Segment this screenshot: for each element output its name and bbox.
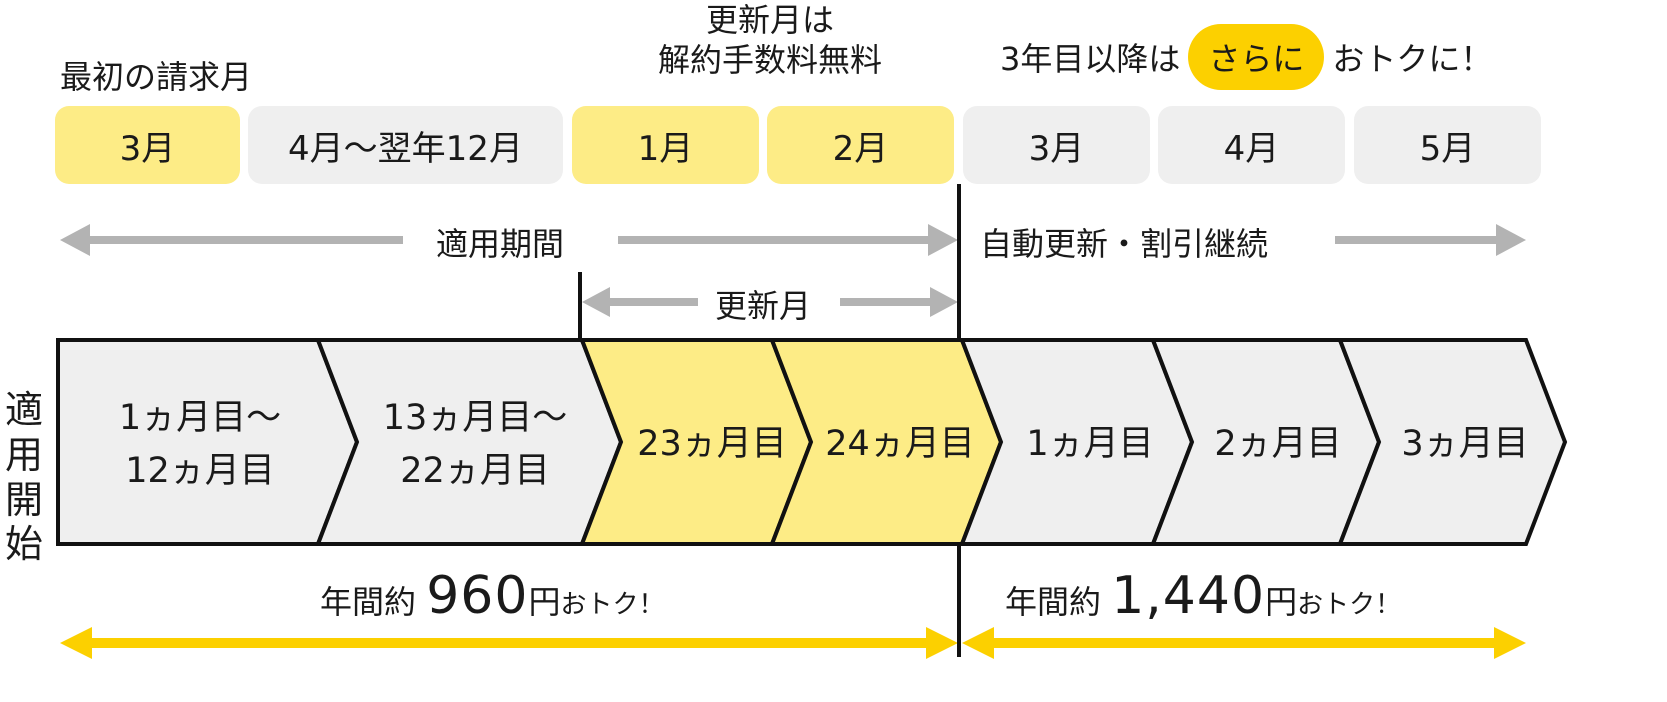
renewal-free-line1: 更新月は (705, 1, 834, 39)
savings-text-right: 年間約 1,440円おトク！ (1005, 566, 1401, 626)
year3-badge: さらに (1188, 24, 1325, 90)
chevron-3-text: 23ヵ月目 (637, 424, 787, 464)
start-char-2: 用 (4, 432, 43, 477)
auto-renew-arrow (1335, 224, 1526, 256)
chevron-7-text: 3ヵ月目 (1401, 424, 1529, 464)
year3-suffix: おトクに！ (1332, 40, 1493, 78)
chevron-5-text: 1ヵ月目 (1026, 424, 1154, 464)
start-char-1: 適 (4, 388, 43, 432)
start-char-4: 始 (4, 522, 43, 567)
chevron-1-text: 1ヵ月目～ 12ヵ月目 (100, 392, 300, 497)
month-box-4: 2月 (767, 106, 954, 184)
chevron-7 (1337, 338, 1568, 546)
renewal-month-arrow (582, 287, 958, 317)
application-start-label: 適 用 開 始 (2, 388, 46, 567)
month-box-2: 4月～翌年12月 (248, 106, 563, 184)
renewal-month-label: 更新月 (715, 287, 812, 325)
year3-prefix: 3年目以降は (1000, 40, 1181, 78)
savings-right-amount: 1,440 (1111, 566, 1266, 626)
year3-heading: 3年目以降はさらにおトクに！ (1000, 24, 1492, 90)
divider-renewal-top (957, 184, 961, 339)
start-char-3: 開 (4, 477, 43, 522)
month-box-6: 4月 (1158, 106, 1345, 184)
savings-arrow-right (962, 627, 1526, 659)
savings-right-suffix: おトク！ (1297, 590, 1402, 620)
chevron-4-text: 24ヵ月目 (825, 424, 975, 464)
month-box-5: 3月 (963, 106, 1150, 184)
savings-text-left: 年間約 960円おトク！ (320, 566, 664, 626)
chevron-1-line1: 1ヵ月目～ (118, 398, 282, 438)
chevron-2-line2: 22ヵ月目 (400, 450, 550, 491)
savings-left-unit: 円 (528, 583, 561, 621)
savings-arrow-left (60, 627, 958, 659)
renewal-free-heading: 更新月は 解約手数料無料 (620, 0, 920, 80)
first-billing-heading: 最初の請求月 (60, 58, 253, 96)
savings-right-unit: 円 (1265, 583, 1298, 621)
chevron-1-line2: 12ヵ月目 (125, 450, 275, 491)
divider-renewal-bottom (957, 545, 961, 657)
chevron-6-text: 2ヵ月目 (1214, 424, 1342, 464)
month-box-1: 3月 (55, 106, 240, 184)
savings-right-prefix: 年間約 (1005, 583, 1102, 621)
chevron-2-line1: 13ヵ月目～ (382, 398, 568, 438)
applied-period-arrow (60, 224, 958, 256)
divider-renewal-start (578, 272, 582, 340)
renewal-free-line2: 解約手数料無料 (657, 41, 882, 79)
month-box-3: 1月 (572, 106, 759, 184)
savings-left-amount: 960 (426, 566, 529, 626)
month-box-7: 5月 (1354, 106, 1541, 184)
auto-renew-label: 自動更新・割引継続 (980, 225, 1269, 263)
savings-left-prefix: 年間約 (320, 583, 417, 621)
chevron-2-text: 13ヵ月目～ 22ヵ月目 (370, 392, 580, 497)
applied-period-label: 適用期間 (436, 225, 565, 263)
savings-left-suffix: おトク！ (560, 590, 665, 620)
